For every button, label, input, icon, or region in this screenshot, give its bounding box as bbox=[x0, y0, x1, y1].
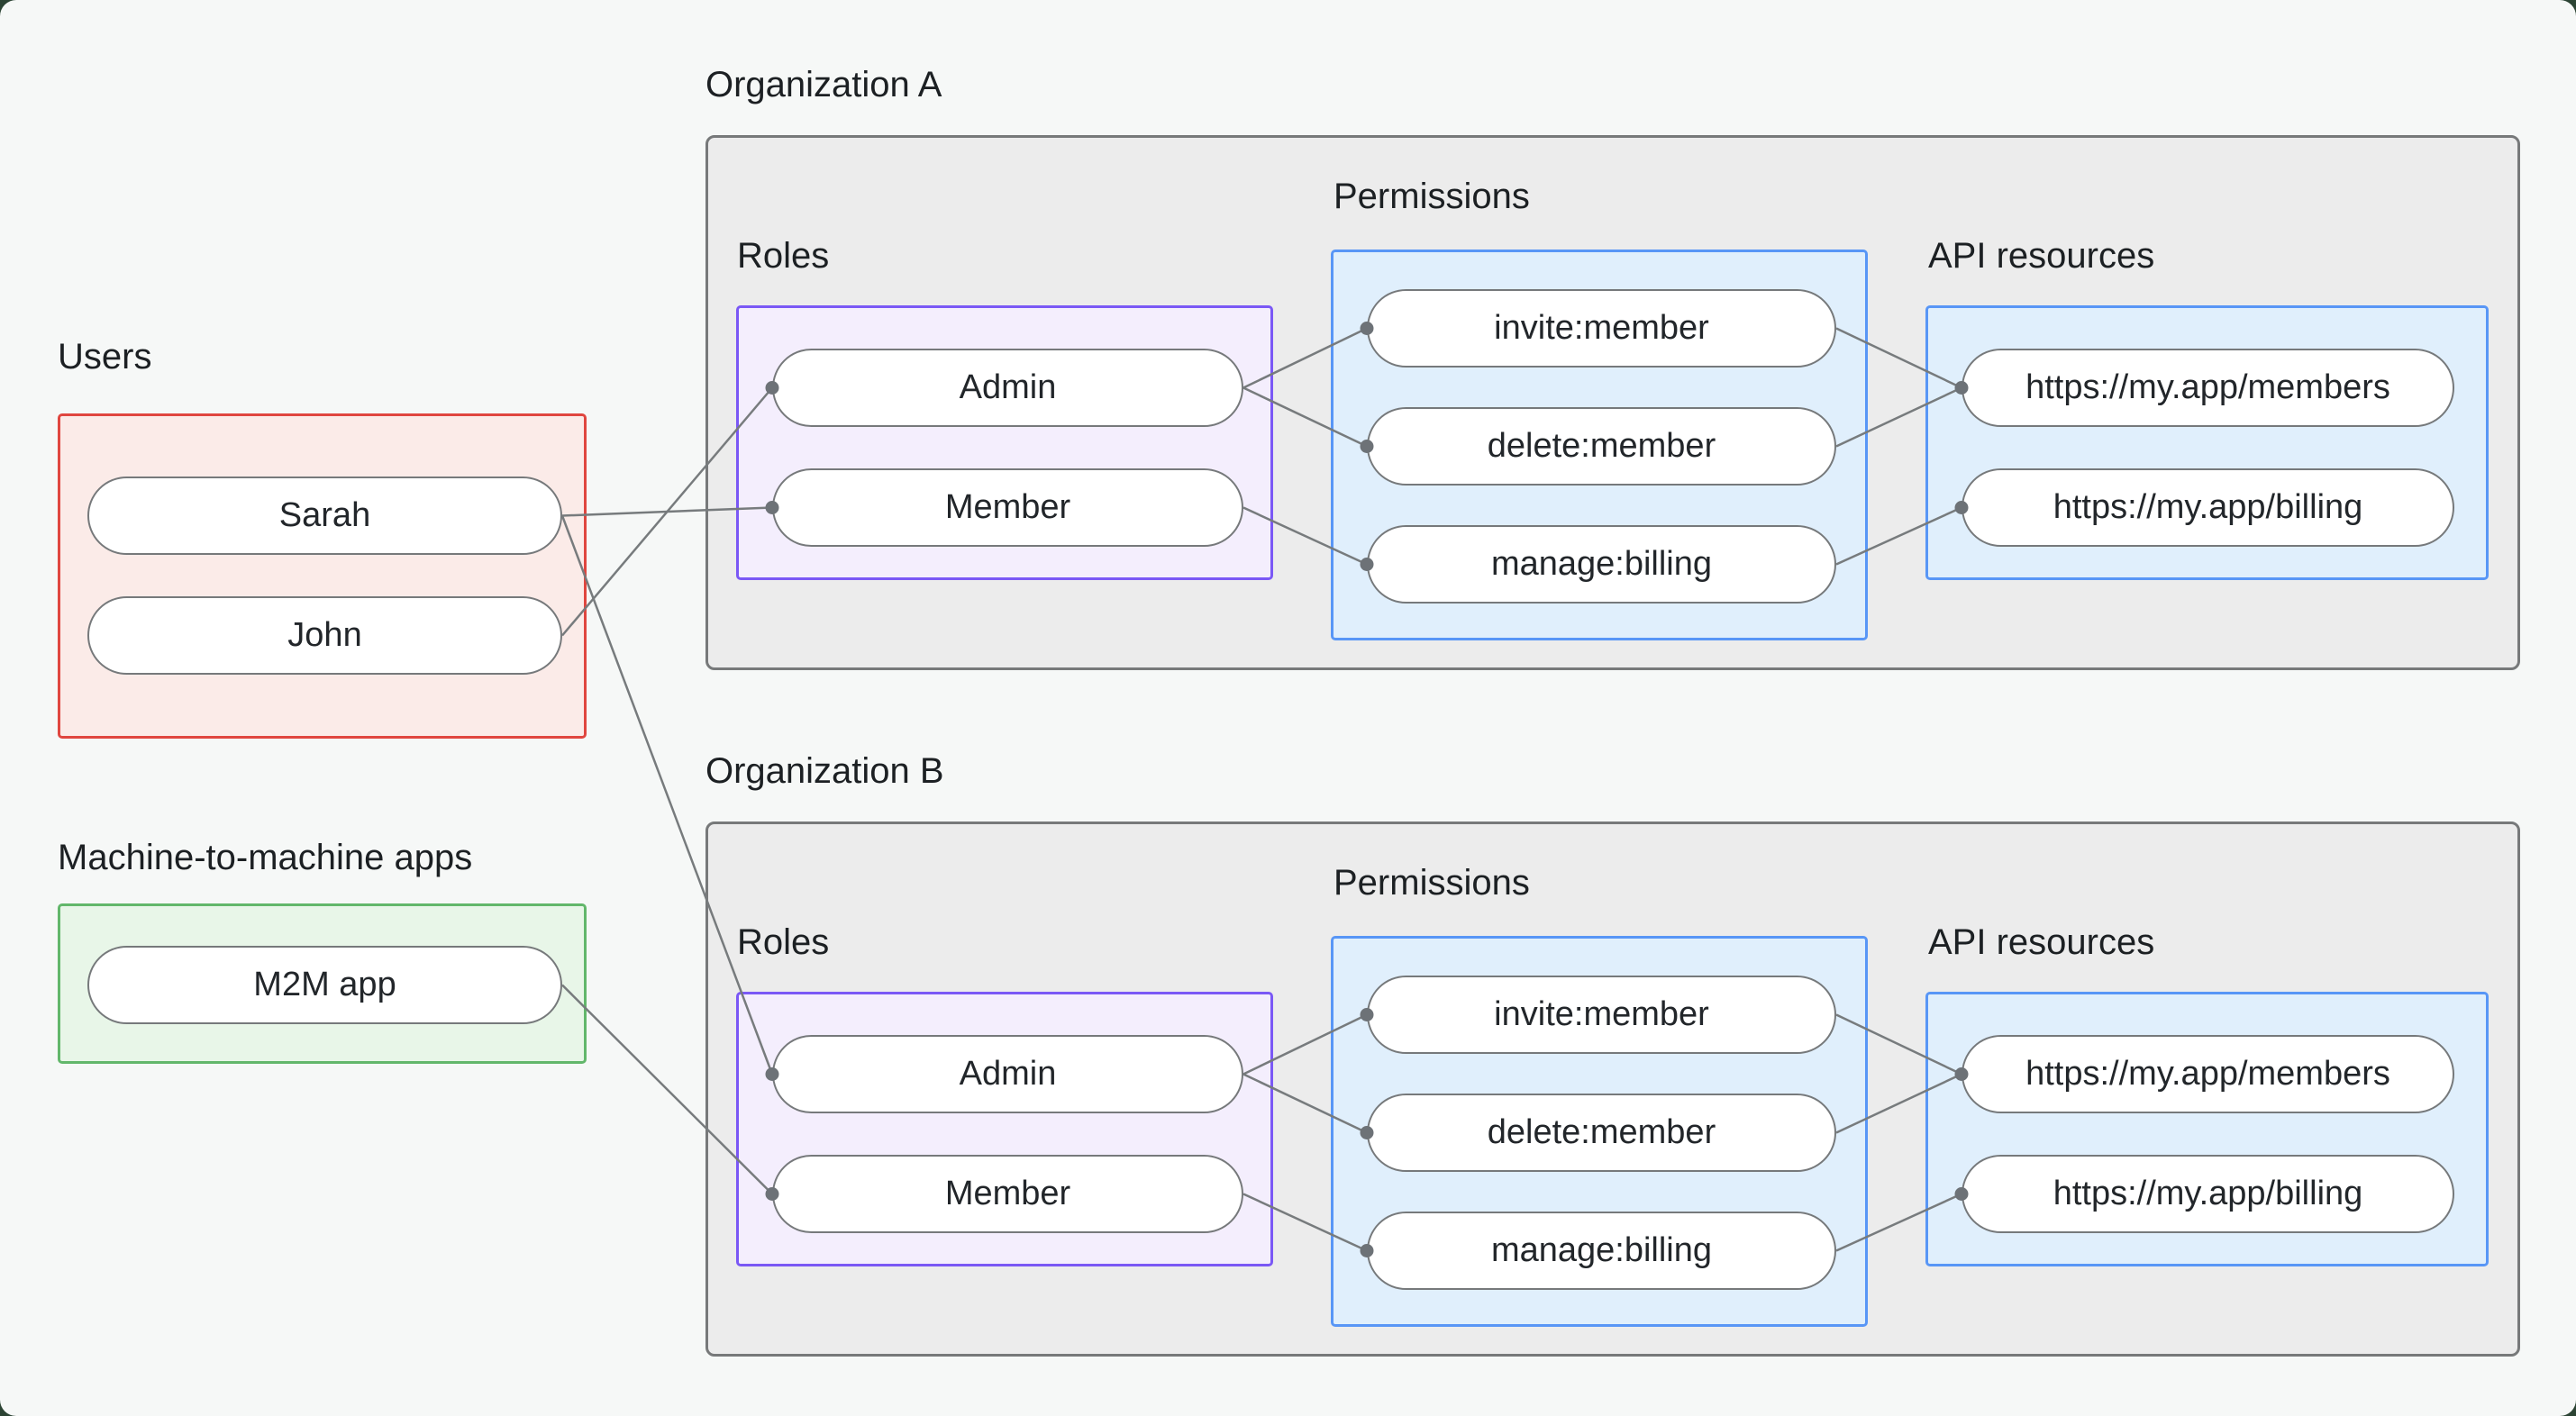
node-m2m-app: M2M app bbox=[87, 946, 562, 1024]
node-a-delete-member: delete:member bbox=[1367, 407, 1836, 486]
node-b-billing-api: https://my.app/billing bbox=[1962, 1155, 2454, 1233]
org-b-permissions-label: Permissions bbox=[1334, 863, 1530, 903]
node-a-billing-api: https://my.app/billing bbox=[1962, 468, 2454, 547]
node-a-manage-billing: manage:billing bbox=[1367, 525, 1836, 604]
node-a-invite-member: invite:member bbox=[1367, 289, 1836, 368]
org-a-roles-label: Roles bbox=[737, 236, 830, 276]
node-b-manage-billing: manage:billing bbox=[1367, 1212, 1836, 1290]
node-b-admin: Admin bbox=[772, 1035, 1243, 1113]
node-a-admin: Admin bbox=[772, 349, 1243, 427]
node-b-member: Member bbox=[772, 1155, 1243, 1233]
node-a-member: Member bbox=[772, 468, 1243, 547]
node-a-members-api: https://my.app/members bbox=[1962, 349, 2454, 427]
node-b-delete-member: delete:member bbox=[1367, 1094, 1836, 1172]
users-group-label: Users bbox=[58, 337, 152, 377]
node-b-invite-member: invite:member bbox=[1367, 976, 1836, 1054]
node-john: John bbox=[87, 596, 562, 675]
org-b-roles-label: Roles bbox=[737, 922, 830, 962]
org-a-api-label: API resources bbox=[1928, 236, 2155, 276]
users-group-box bbox=[58, 413, 587, 739]
node-b-members-api: https://my.app/members bbox=[1962, 1035, 2454, 1113]
org-a-label: Organization A bbox=[705, 65, 942, 104]
node-sarah: Sarah bbox=[87, 477, 562, 555]
org-a-permissions-label: Permissions bbox=[1334, 177, 1530, 216]
org-b-label: Organization B bbox=[705, 751, 944, 791]
org-b-api-label: API resources bbox=[1928, 922, 2155, 962]
m2m-group-label: Machine-to-machine apps bbox=[58, 838, 473, 877]
